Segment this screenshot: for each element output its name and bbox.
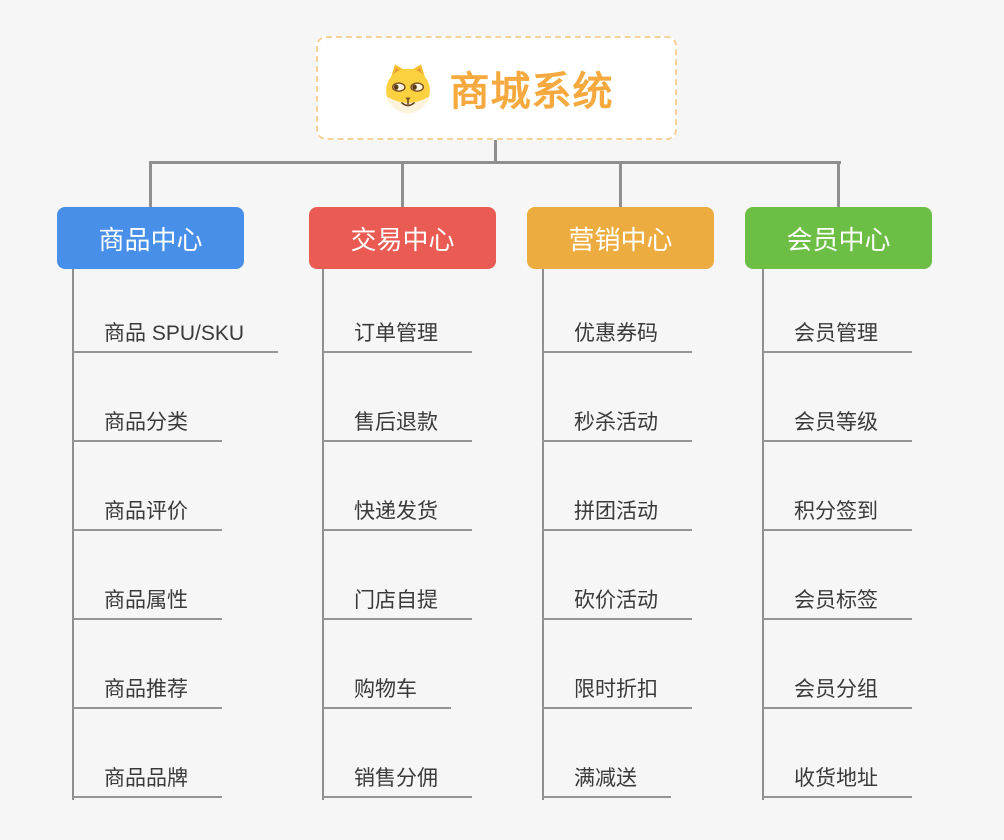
branch-node[interactable]: 商品中心 [57,207,244,269]
leaf-item[interactable]: 商品 SPU/SKU [72,317,279,353]
connector-trunk [322,269,324,800]
leaf-item[interactable]: 积分签到 [762,495,912,531]
leaf-item[interactable]: 购物车 [322,673,451,709]
leaf-item[interactable]: 会员标签 [762,584,912,620]
leaf-item[interactable]: 商品分类 [72,406,222,442]
leaf-item[interactable]: 满减送 [542,762,671,798]
leaf-item[interactable]: 销售分佣 [322,762,472,798]
branch-node[interactable]: 交易中心 [309,207,496,269]
connector-drop [401,161,404,208]
leaf-item[interactable]: 秒杀活动 [542,406,692,442]
leaf-item[interactable]: 优惠券码 [542,317,692,353]
leaf-item[interactable]: 拼团活动 [542,495,692,531]
leaf-item[interactable]: 快递发货 [322,495,472,531]
leaf-item[interactable]: 售后退款 [322,406,472,442]
connector-bus [149,161,841,164]
leaf-item[interactable]: 商品推荐 [72,673,222,709]
leaf-column: 优惠券码秒杀活动拼团活动砍价活动限时折扣满减送 [542,269,782,804]
connector-trunk [762,269,764,800]
shiba-dog-icon [385,64,430,114]
connector-root-stub [494,140,497,162]
branch-node[interactable]: 营销中心 [527,207,714,269]
leaf-item[interactable]: 会员分组 [762,673,912,709]
leaf-item[interactable]: 商品属性 [72,584,222,620]
connector-drop [619,161,622,208]
root-node[interactable]: 商城系统 [316,36,677,140]
root-title: 商城系统 [449,70,614,114]
connector-drop [149,161,152,208]
connector-trunk [72,269,74,800]
leaf-column: 订单管理售后退款快递发货门店自提购物车销售分佣 [322,269,562,804]
leaf-column: 商品 SPU/SKU 商品分类商品评价商品属性商品推荐商品品牌 [72,269,312,804]
leaf-item[interactable]: 限时折扣 [542,673,692,709]
leaf-item[interactable]: 会员管理 [762,317,912,353]
connector-trunk [542,269,544,800]
leaf-item[interactable]: 商品评价 [72,495,222,531]
branch-node[interactable]: 会员中心 [745,207,932,269]
leaf-item[interactable]: 门店自提 [322,584,472,620]
leaf-column: 会员管理会员等级积分签到会员标签会员分组收货地址 [762,269,1002,804]
leaf-item[interactable]: 会员等级 [762,406,912,442]
connector-drop [837,161,840,208]
leaf-item[interactable]: 订单管理 [322,317,472,353]
leaf-item[interactable]: 砍价活动 [542,584,692,620]
leaf-item[interactable]: 收货地址 [762,762,912,798]
leaf-item[interactable]: 商品品牌 [72,762,222,798]
